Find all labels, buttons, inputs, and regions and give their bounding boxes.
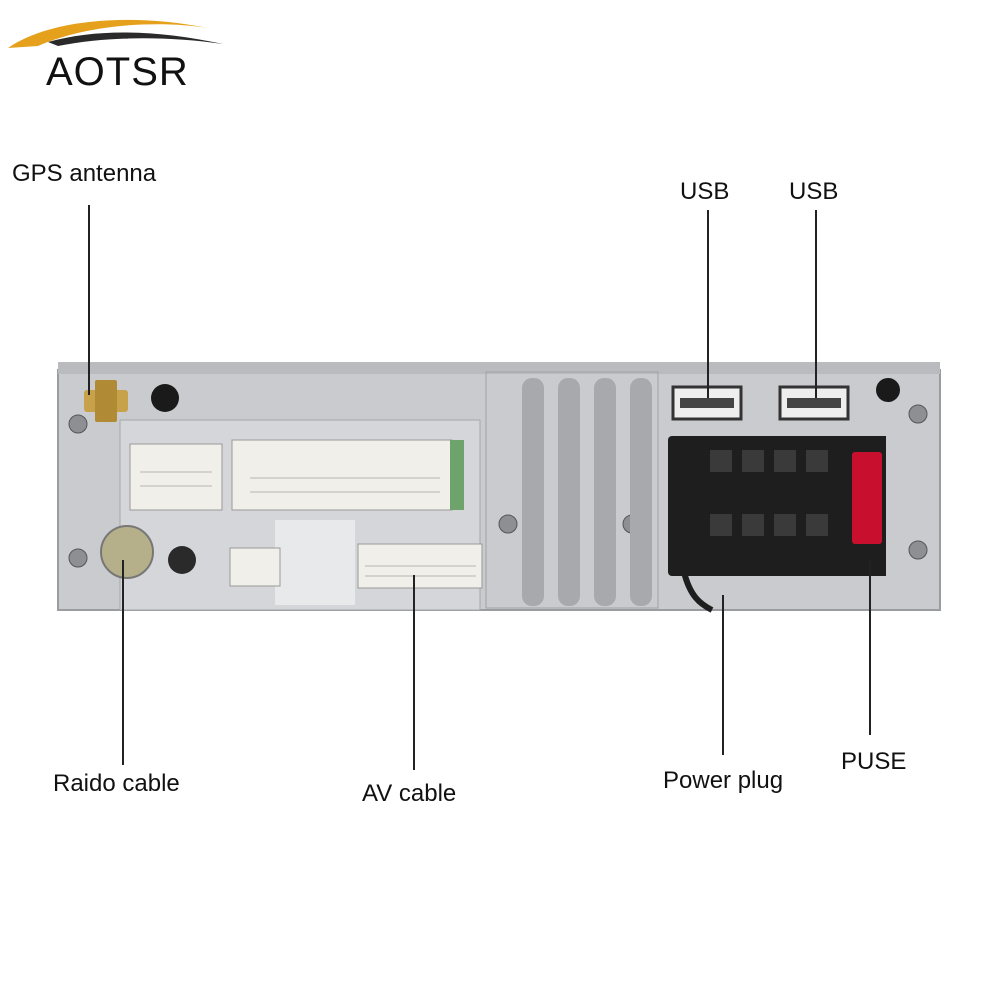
leader-usb-1 (707, 210, 709, 398)
leader-power (722, 595, 724, 755)
logo-swoosh-icon (8, 19, 223, 48)
connector-pins (140, 471, 476, 577)
label-usb-1: USB (680, 178, 730, 205)
fuse-icon (846, 436, 886, 576)
heatsink-frame (485, 371, 659, 609)
sticker-label (275, 520, 355, 605)
mount-hole-left (151, 384, 179, 412)
leader-av (413, 575, 415, 770)
leader-radio (122, 560, 124, 765)
label-power-plug: Power plug (663, 767, 784, 794)
leader-gps (88, 205, 90, 395)
label-av-cable: AV cable (362, 780, 457, 807)
gps-antenna-connector-icon (84, 380, 128, 422)
label-usb-2: USB (789, 178, 839, 205)
aux-jack-icon (168, 546, 196, 574)
label-radio-cable: Raido cable (53, 770, 180, 797)
label-gps-antenna: GPS antenna (12, 160, 157, 187)
leader-fuse (869, 560, 871, 735)
brand-logo: AOTSR (8, 10, 238, 94)
heatsink-slots (522, 378, 652, 606)
brand-name: AOTSR (46, 50, 189, 94)
leader-usb-2 (815, 210, 817, 398)
radio-port-icon (100, 525, 154, 579)
power-plug-icon (668, 436, 850, 613)
mount-hole-right (876, 378, 900, 402)
label-fuse: PUSE (841, 748, 907, 775)
panel-top-edge (58, 362, 940, 374)
